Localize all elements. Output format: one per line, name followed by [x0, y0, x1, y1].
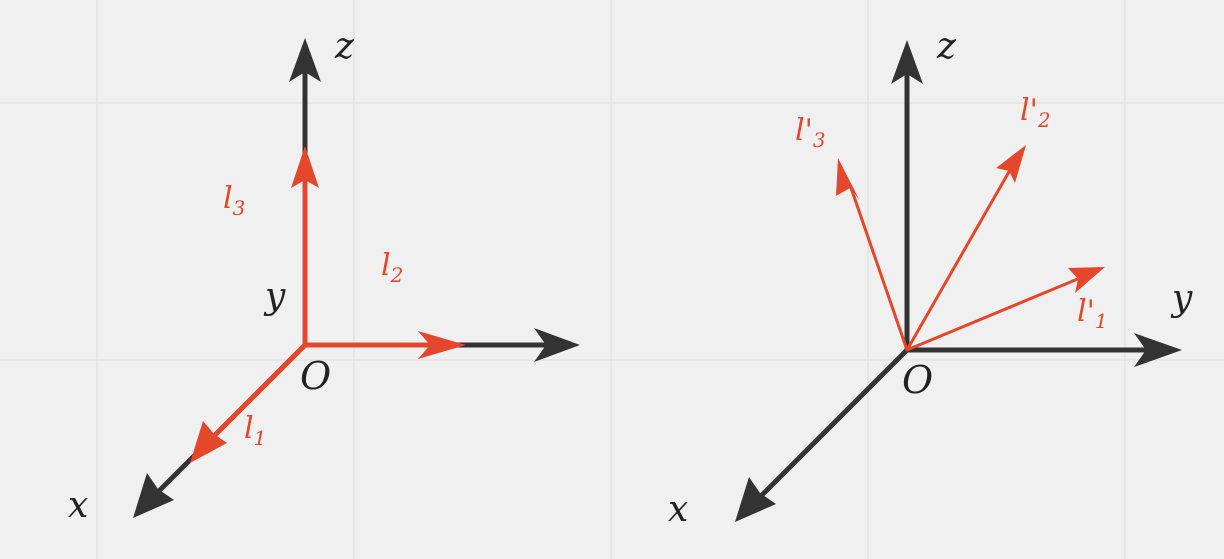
- right-z-label: z: [936, 26, 957, 67]
- left-z-label: z: [334, 26, 355, 67]
- vector-lp1-arrowhead: [1068, 267, 1105, 293]
- label-l1-base: l: [244, 411, 254, 446]
- label-lp3: l'3: [795, 113, 826, 152]
- label-l3-sub: 3: [233, 196, 246, 220]
- vector-lp2: [905, 168, 1012, 352]
- right-z-arrowhead: [891, 40, 923, 84]
- label-lp2-sub: 2: [1037, 108, 1051, 132]
- vector-l3-arrowhead: [291, 146, 319, 188]
- label-l1: l1: [244, 411, 266, 450]
- label-l1-sub: 1: [254, 426, 267, 450]
- right-y-label: y: [1170, 278, 1193, 319]
- right-rotated-vectors: [836, 145, 1105, 352]
- right-axes: [735, 40, 1182, 522]
- vector-lp3: [848, 183, 909, 352]
- right-x-axis: [759, 347, 910, 498]
- right-y-arrowhead: [1134, 333, 1182, 367]
- left-z-arrowhead: [289, 38, 321, 82]
- left-origin-label: O: [300, 354, 331, 398]
- vector-l1-arrowhead: [190, 421, 227, 463]
- vector-l1: [213, 342, 308, 437]
- label-lp2: l'2: [1020, 93, 1051, 132]
- vector-lp3-arrowhead: [836, 158, 859, 199]
- left-diagram: z y x O l3 l2 l1: [68, 26, 580, 526]
- label-l3-base: l: [223, 181, 233, 216]
- vector-l2-arrowhead: [418, 331, 466, 359]
- label-lp1-sub: 1: [1095, 309, 1108, 333]
- right-origin-label: O: [902, 358, 933, 402]
- label-l2: l2: [381, 248, 403, 287]
- left-y-arrowhead: [534, 328, 580, 362]
- label-lp3-base: l': [795, 113, 813, 148]
- right-x-arrowhead: [735, 477, 776, 522]
- right-diagram: z y x O l'3 l'2 l'1: [668, 26, 1193, 530]
- left-x-arrowhead: [133, 473, 174, 518]
- left-x-label: x: [68, 485, 88, 526]
- label-l2-base: l: [381, 248, 391, 283]
- label-lp1: l'1: [1077, 294, 1108, 333]
- vector-lp1: [905, 276, 1082, 352]
- label-lp3-sub: 3: [813, 128, 826, 152]
- label-lp2-base: l': [1020, 93, 1038, 128]
- left-y-label: y: [263, 276, 286, 317]
- left-unit-vectors: [190, 146, 466, 463]
- label-l3: l3: [223, 181, 245, 220]
- right-x-label: x: [668, 489, 688, 530]
- label-lp1-base: l': [1077, 294, 1095, 329]
- vector-lp2-arrowhead: [996, 145, 1026, 183]
- label-l2-sub: 2: [390, 263, 404, 287]
